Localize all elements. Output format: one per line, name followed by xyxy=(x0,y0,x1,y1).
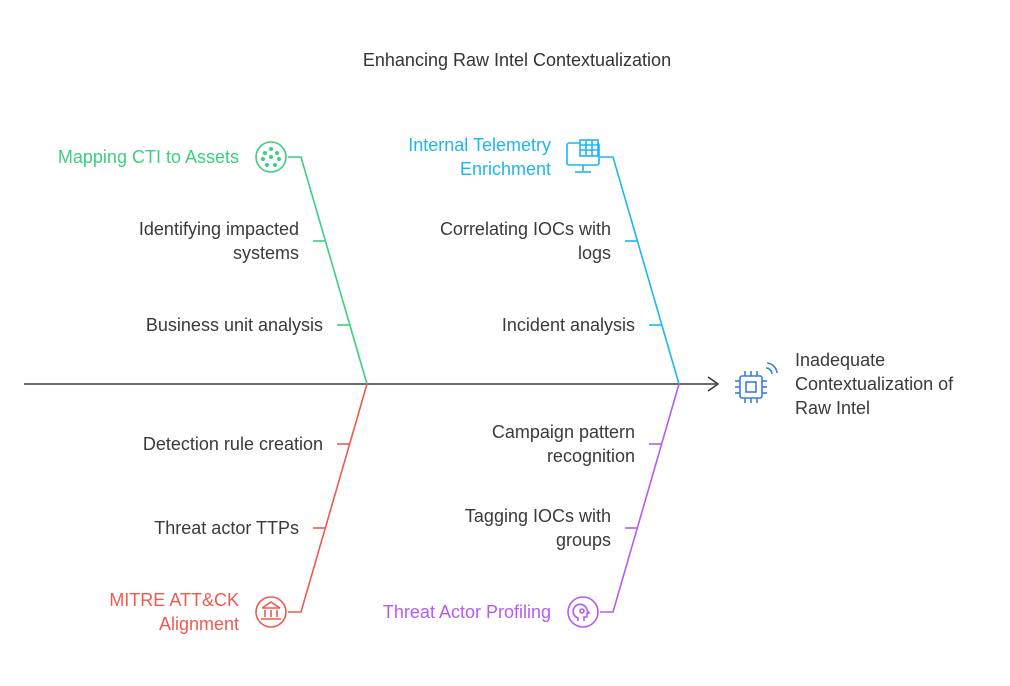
category-assets-label: Mapping CTI to Assets xyxy=(57,147,239,167)
bone-mitre xyxy=(288,383,368,613)
diagram-title: Enhancing Raw Intel Contextualization xyxy=(362,50,672,70)
institution-icon xyxy=(255,596,287,628)
cause-profiling-1: Campaign pattern recognition xyxy=(491,422,635,466)
cause-profiling-2: Tagging IOCs with groups xyxy=(464,506,611,550)
category-telemetry-label: Internal Telemetry Enrichment xyxy=(408,135,551,179)
cause-mitre-1: Detection rule creation xyxy=(142,434,323,454)
bone-profiling xyxy=(600,383,680,613)
monitor-icon xyxy=(566,139,600,173)
cause-telemetry-2: Incident analysis xyxy=(501,315,635,335)
bone-assets xyxy=(288,156,368,385)
head-target-icon xyxy=(567,596,599,628)
effect-label: Inadequate Contextualization of Raw Inte… xyxy=(795,350,954,418)
category-mitre-label: MITRE ATT&CK Alignment xyxy=(109,590,239,634)
dotted-circle-icon xyxy=(255,141,287,173)
cause-assets-1: Identifying impacted systems xyxy=(138,219,299,263)
cause-telemetry-1: Correlating IOCs with logs xyxy=(439,219,611,263)
spine-arrowhead xyxy=(707,376,720,392)
cause-mitre-2: Threat actor TTPs xyxy=(154,518,299,538)
category-profiling-label: Threat Actor Profiling xyxy=(382,602,551,622)
chip-wireless-icon xyxy=(735,362,778,403)
bone-telemetry xyxy=(600,156,680,385)
cause-assets-2: Business unit analysis xyxy=(145,315,323,335)
